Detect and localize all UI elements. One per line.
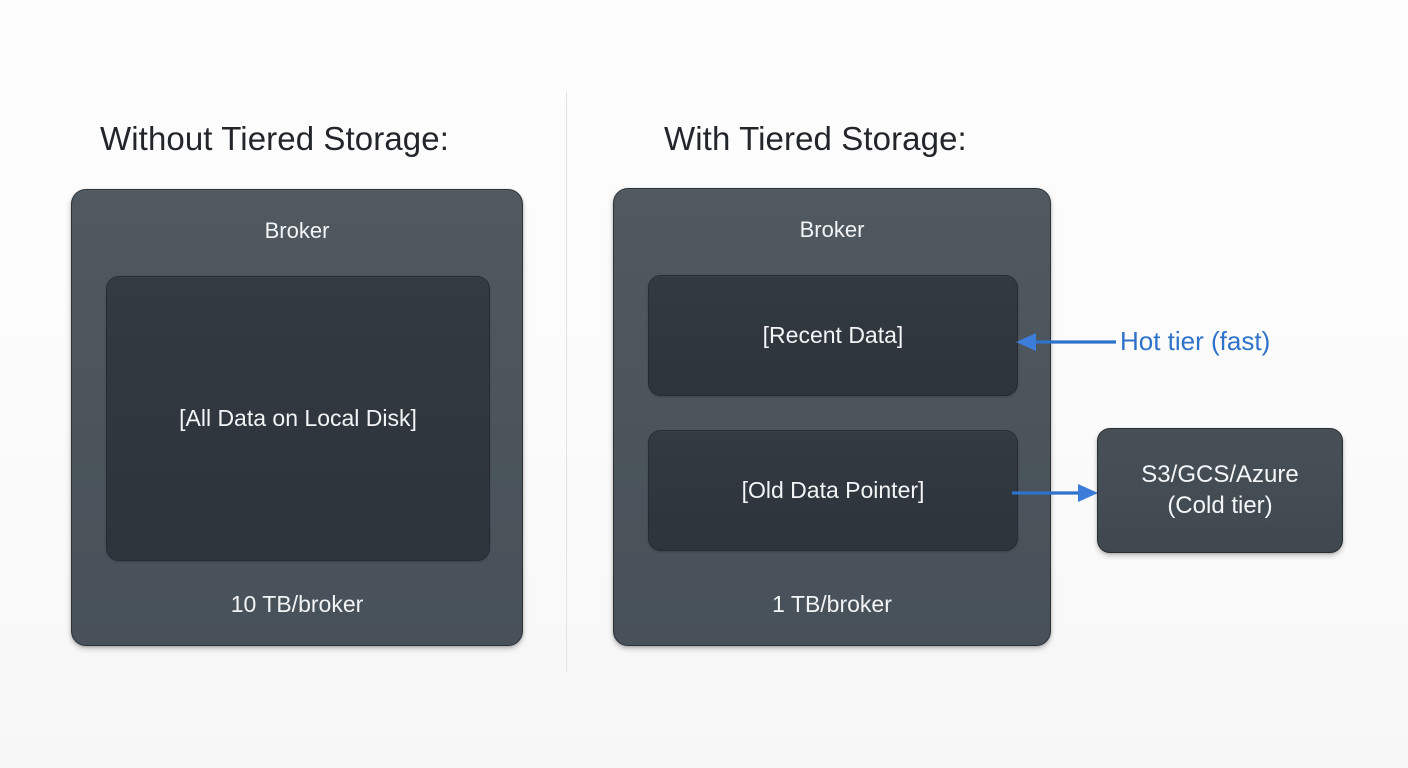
broker-label-left: Broker [264,218,330,243]
cold-tier-arrow-icon [1012,484,1098,502]
hot-tier-arrow-icon [1016,333,1116,351]
cold-tier-line-2: (Cold tier) [1167,491,1273,519]
broker-card-without-tiered-storage: Broker [All Data on Local Disk] 10 TB/br… [71,189,523,646]
hot-tier-annotation-label: Hot tier (fast) [1120,326,1271,356]
data-block-all-data-on-local-disk: [All Data on Local Disk] [106,276,490,561]
broker-capacity-right: 1 TB/broker [772,591,892,617]
broker-capacity-left: 10 TB/broker [230,591,364,617]
data-block-recent-data: [Recent Data] [648,275,1018,396]
panel-title-with-tiered-storage: With Tiered Storage: [664,120,967,157]
cold-tier-line-1: S3/GCS/Azure [1141,460,1299,488]
cold-tier-storage-card: S3/GCS/Azure (Cold tier) [1097,428,1343,553]
data-block-old-data-pointer: [Old Data Pointer] [648,430,1018,551]
broker-label-right: Broker [799,217,865,242]
panel-title-without-tiered-storage: Without Tiered Storage: [100,120,449,157]
panel-divider [566,92,567,672]
broker-card-with-tiered-storage: Broker [Recent Data] [Old Data Pointer] … [613,188,1051,646]
